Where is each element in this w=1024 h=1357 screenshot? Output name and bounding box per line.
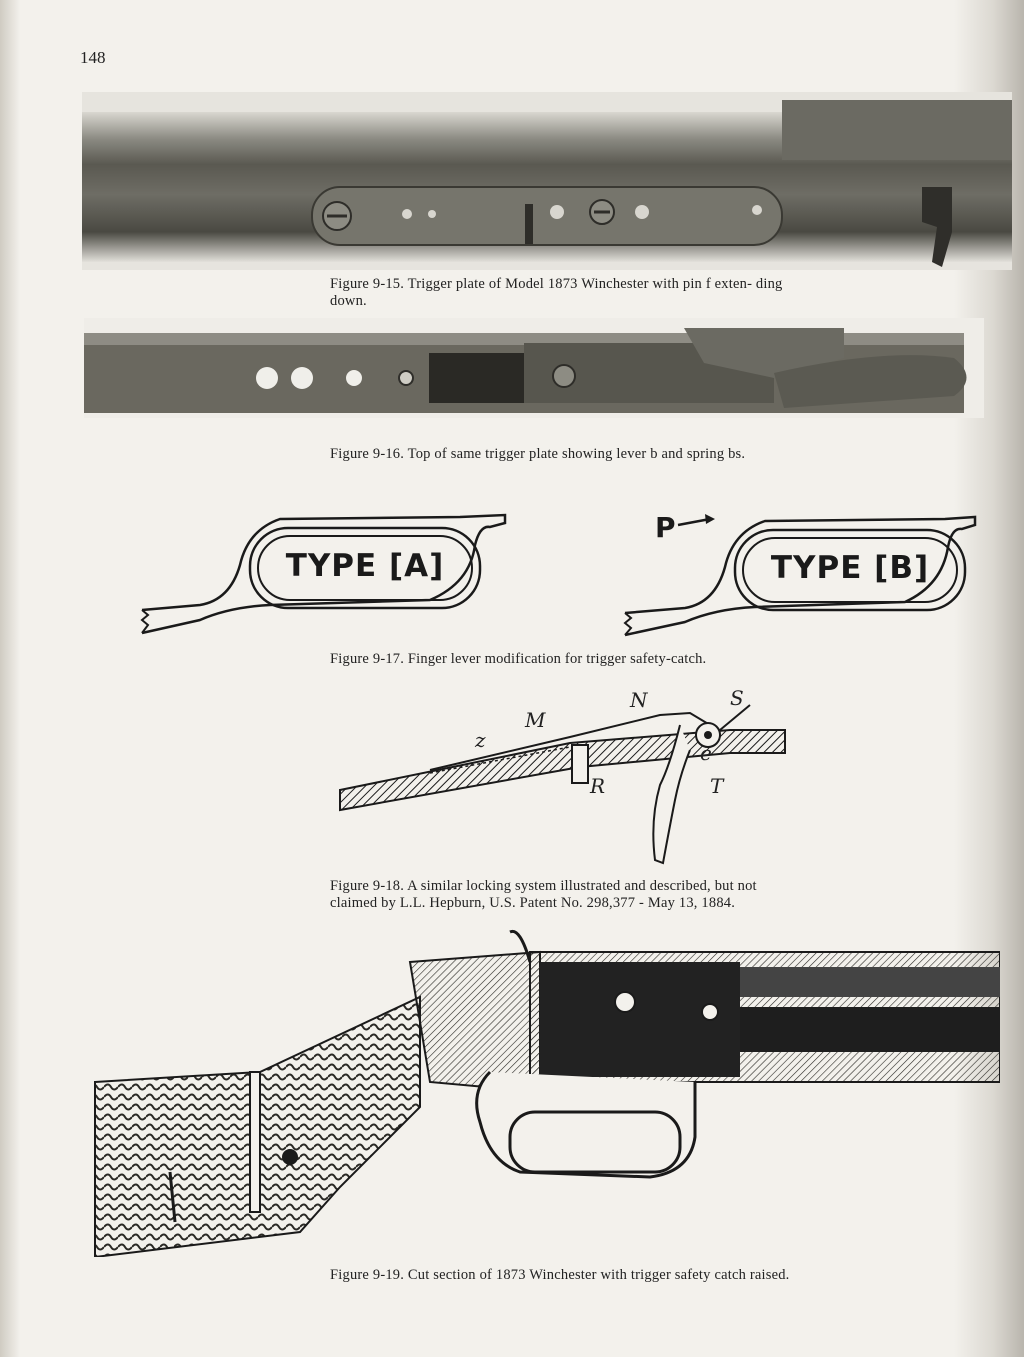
figure-9-19-caption: Figure 9-19. Cut section of 1873 Winches…: [330, 1267, 790, 1283]
svg-text:z: z: [474, 728, 486, 752]
pointer-label: P: [655, 511, 677, 544]
figure-9-17-drawing: TYPE [A] P TYPE [B]: [130, 505, 990, 645]
figure-9-18-drawing: z M N S e R T: [330, 685, 800, 870]
svg-text:e: e: [700, 741, 712, 765]
figure-9-16-caption: Figure 9-16. Top of same trigger plate s…: [330, 446, 746, 462]
type-a-label: TYPE [A]: [286, 548, 445, 584]
figure-9-15-caption: Figure 9-15. Trigger plate of Model 1873…: [330, 276, 783, 309]
svg-text:N: N: [629, 688, 649, 712]
page-left-shade: [0, 0, 20, 1357]
type-b-label: TYPE [B]: [771, 550, 929, 586]
figure-9-17-caption: Figure 9-17. Finger lever modification f…: [330, 651, 707, 667]
svg-text:M: M: [524, 708, 546, 732]
figure-9-16-photo: [84, 318, 984, 418]
svg-text:S: S: [730, 686, 744, 710]
figure-9-18-caption: Figure 9-18. A similar locking system il…: [330, 878, 757, 911]
figure-9-19-drawing: [90, 922, 1000, 1257]
page-number: 148: [80, 48, 106, 67]
svg-text:R: R: [589, 774, 605, 798]
svg-text:T: T: [710, 774, 725, 798]
figure-9-15-photo: [82, 92, 1012, 270]
